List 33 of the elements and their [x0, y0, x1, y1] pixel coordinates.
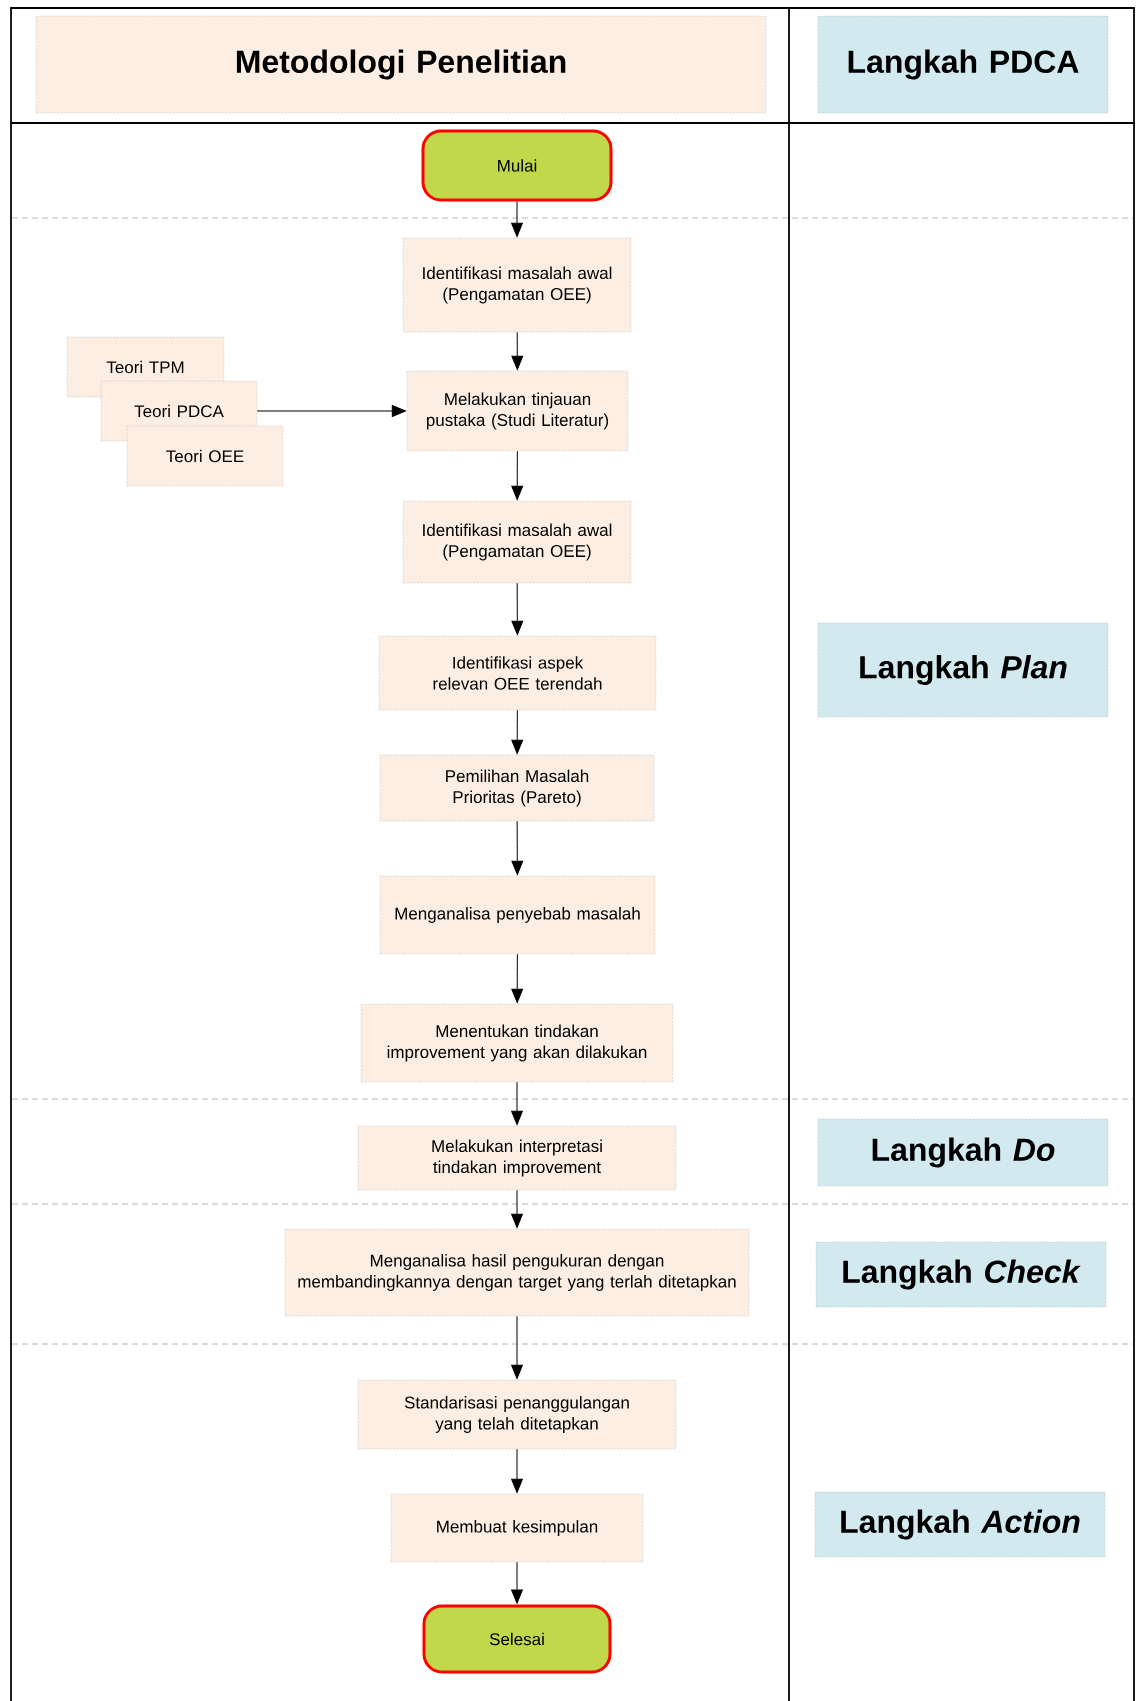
process-box: Membuat kesimpulan — [390, 1493, 644, 1563]
arrow — [511, 450, 524, 500]
arrow — [511, 582, 524, 635]
process-box: Standarisasi penanggulangan yang telah ditetapkan — [357, 1379, 677, 1450]
process-box: Identifikasi masalah awal (Pengamatan OEE) — [402, 237, 632, 333]
arrow — [511, 1189, 523, 1228]
process-box: Identifikasi aspek relevan OEE terendah — [378, 635, 657, 711]
process-box: Teori OEE — [126, 425, 284, 487]
arrow — [511, 820, 524, 875]
phase-box: Langkah Do — [817, 1118, 1109, 1187]
process-box: Menentukan tindakan improvement yang akan dilakukan — [360, 1003, 674, 1083]
arrow — [256, 405, 406, 417]
arrow — [511, 1315, 523, 1379]
process-box: Identifikasi masalah awal (Pengamatan OEE) — [402, 500, 632, 584]
arrow — [511, 1448, 523, 1493]
terminal-box: Mulai — [421, 129, 613, 202]
header-box: Metodologi Penelitian — [35, 15, 767, 114]
phase-box: Langkah Action — [814, 1491, 1106, 1558]
process-box: Pemilihan Masalah Prioritas (Pareto) — [379, 754, 655, 822]
arrow — [511, 1081, 523, 1125]
arrow — [511, 709, 524, 754]
arrow — [511, 331, 524, 370]
process-box: Menganalisa hasil pengukuran dengan membandingkannya dengan target yang terlah ditetapkan — [284, 1228, 750, 1317]
process-box: Menganalisa penyebab masalah — [379, 875, 656, 955]
process-box: Melakukan interpretasi tindakan improvement — [357, 1125, 677, 1191]
phase-box: Langkah Plan — [817, 622, 1109, 718]
arrow — [511, 201, 523, 237]
terminal-box: Selesai — [422, 1604, 612, 1674]
arrow — [511, 953, 524, 1003]
process-box: Melakukan tinjauan pustaka (Studi Literatur) — [406, 370, 629, 452]
phase-box: Langkah PDCA — [817, 15, 1109, 114]
arrow — [511, 1561, 523, 1604]
phase-box: Langkah Check — [815, 1241, 1107, 1308]
